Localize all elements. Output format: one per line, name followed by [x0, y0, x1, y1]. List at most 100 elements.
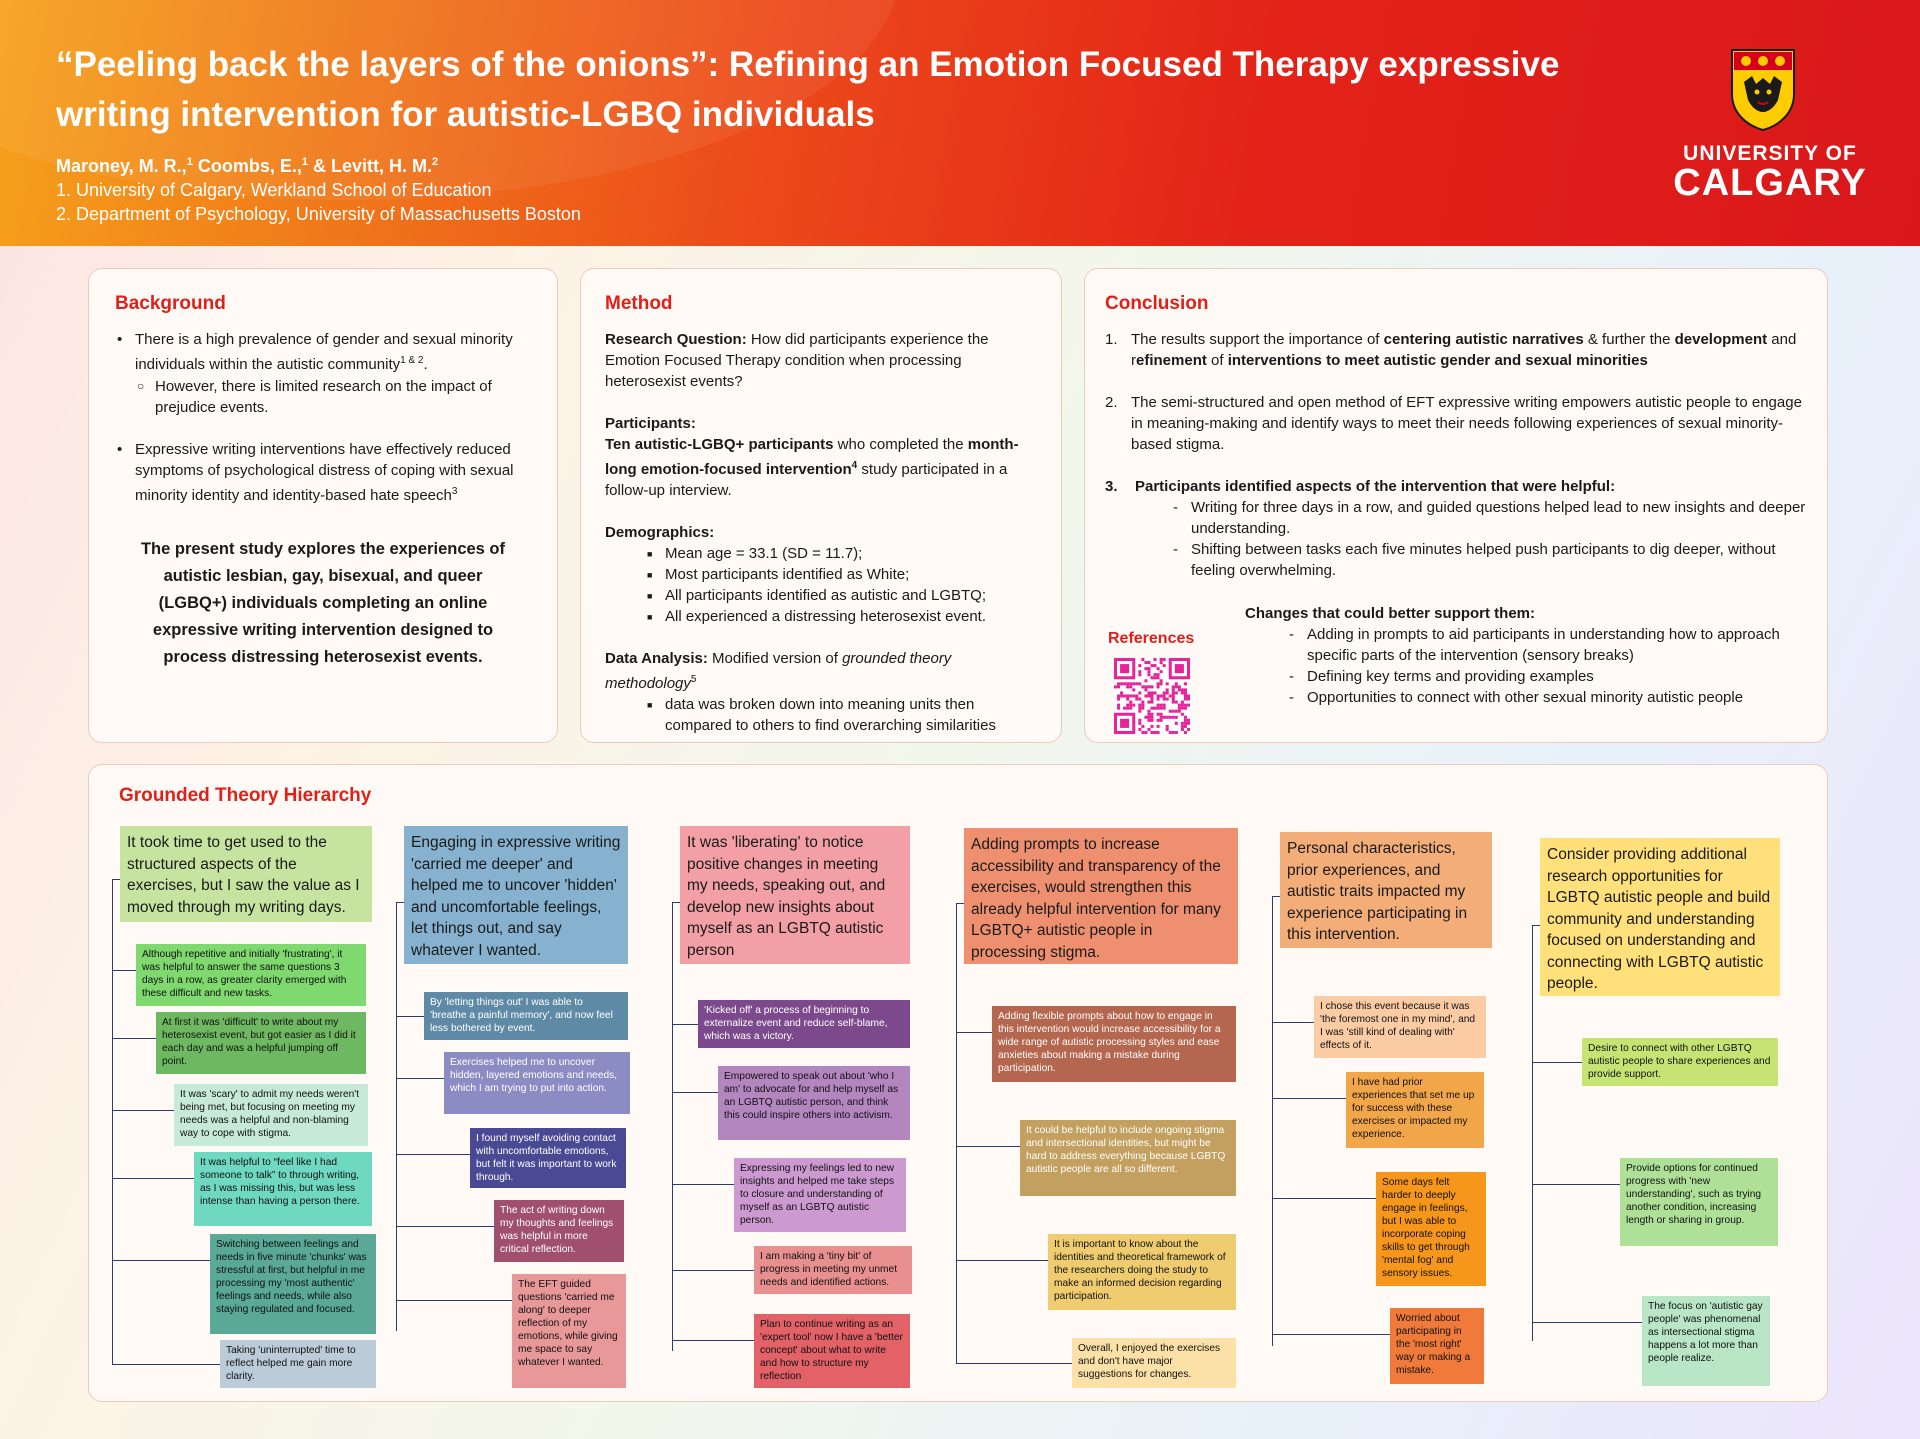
connector-line: [112, 1260, 210, 1261]
connector-line: [672, 1092, 718, 1093]
connector-line: [396, 1078, 444, 1079]
hierarchy-subtheme: I have had prior experiences that set me…: [1346, 1072, 1484, 1148]
hierarchy-category-2: Engaging in expressive writing 'carried …: [404, 826, 628, 964]
connector-line: [396, 1154, 470, 1155]
participants-text: Ten autistic-LGBQ+ participants who comp…: [605, 436, 1019, 499]
hierarchy-subtheme: I am making a 'tiny bit' of progress in …: [754, 1246, 912, 1294]
connector-line: [672, 901, 673, 1351]
conclusion-point-1: 1. The results support the importance of…: [1105, 331, 1797, 369]
background-bullet-2: Expressive writing interventions have ef…: [115, 439, 531, 506]
hierarchy-subtheme: Provide options for continued progress w…: [1620, 1158, 1778, 1246]
connector-line: [956, 902, 964, 904]
hierarchy-subtheme: Exercises helped me to uncover hidden, l…: [444, 1052, 630, 1114]
conclusion-point-3: 3. Participants identified aspects of th…: [1105, 478, 1616, 495]
connector-line: [396, 1016, 424, 1017]
connector-line: [1272, 1098, 1346, 1099]
research-question: Research Question: How did participants …: [605, 331, 989, 390]
connector-line: [112, 878, 113, 1364]
conclusion-heading: Conclusion: [1105, 293, 1209, 314]
connector-line: [1272, 895, 1280, 897]
connector-line: [956, 902, 957, 1363]
hierarchy-subtheme: It was 'scary' to admit my needs weren't…: [174, 1084, 368, 1146]
demographic-item: Mean age = 33.1 (SD = 11.7);: [645, 543, 1037, 565]
connector-line: [112, 1178, 194, 1179]
connector-line: [112, 1364, 220, 1365]
method-body: Research Question: How did participants …: [605, 329, 1037, 736]
logo-calgary: CALGARY: [1673, 162, 1867, 204]
connector-line: [112, 1110, 174, 1111]
logo-university-of: UNIVERSITY OF: [1683, 142, 1857, 165]
demographics-label: Demographics:: [605, 524, 715, 541]
university-logo: UNIVERSITY OF CALGARY: [1660, 48, 1880, 208]
hierarchy-subtheme: Expressing my feelings led to new insigh…: [734, 1158, 906, 1232]
demographic-item: All experienced a distressing heterosexi…: [645, 606, 1037, 628]
connector-line: [1272, 895, 1273, 1346]
poster-title: “Peeling back the layers of the onions”:…: [56, 45, 1560, 134]
connector-line: [1532, 924, 1540, 926]
data-analysis-list: data was broken down into meaning units …: [645, 694, 1037, 736]
conclusion-point-2: 2. The semi-structured and open method o…: [1105, 394, 1802, 453]
participants-label: Participants:: [605, 415, 696, 432]
connector-line: [1532, 1322, 1642, 1323]
background-heading: Background: [115, 293, 226, 314]
hierarchy-subtheme: 'Kicked off' a process of beginning to e…: [698, 1000, 910, 1048]
connector-line: [672, 901, 680, 903]
data-analysis: Data Analysis: Modified version of groun…: [605, 650, 952, 692]
changes-item: Defining key terms and providing example…: [1287, 666, 1807, 687]
connector-line: [112, 1038, 156, 1039]
connector-line: [396, 901, 397, 1331]
method-panel: Method Research Question: How did partic…: [580, 268, 1062, 743]
connector-line: [1532, 1062, 1582, 1063]
hierarchy-subtheme: I found myself avoiding contact with unc…: [470, 1128, 626, 1188]
affiliation-1: 1. University of Calgary, Werkland Schoo…: [56, 180, 492, 200]
connector-line: [672, 1270, 754, 1271]
hierarchy-subtheme: By 'letting things out' I was able to 'b…: [424, 992, 628, 1040]
connector-line: [1272, 1022, 1314, 1023]
author-names: Maroney, M. R.,1 Coombs, E.,1 & Levitt, …: [56, 156, 439, 176]
connector-line: [672, 1024, 698, 1025]
hierarchy-subtheme: I chose this event because it was 'the f…: [1314, 996, 1486, 1058]
hierarchy-subtheme: Taking 'uninterrupted' time to reflect h…: [220, 1340, 376, 1388]
hierarchy-subtheme: It could be helpful to include ongoing s…: [1020, 1120, 1236, 1196]
demographic-item: Most participants identified as White;: [645, 564, 1037, 586]
hierarchy-subtheme: Worried about participating in the 'most…: [1390, 1308, 1484, 1384]
connector-line: [1272, 1198, 1376, 1199]
connector-line: [396, 1300, 512, 1301]
connector-line: [112, 970, 136, 971]
hierarchy-subtheme: At first it was 'difficult' to write abo…: [156, 1012, 366, 1074]
demographic-item: All participants identified as autistic …: [645, 585, 1037, 607]
background-bullet-1: There is a high prevalence of gender and…: [115, 329, 531, 418]
background-body: There is a high prevalence of gender and…: [115, 329, 531, 671]
connector-line: [956, 1363, 1072, 1364]
hierarchy-category-4: Adding prompts to increase accessibility…: [964, 828, 1238, 964]
hierarchy-subtheme: Plan to continue writing as an 'expert t…: [754, 1314, 910, 1388]
connector-line: [956, 1032, 992, 1033]
hierarchy-subtheme: Empowered to speak out about 'who I am' …: [718, 1066, 910, 1140]
changes-item: Adding in prompts to aid participants in…: [1287, 624, 1807, 666]
crest-icon: [1731, 49, 1795, 132]
hierarchy-subtheme: The EFT guided questions 'carried me alo…: [512, 1274, 626, 1388]
hierarchy-subtheme: Desire to connect with other LGBTQ autis…: [1582, 1038, 1778, 1086]
hierarchy-subtheme: It is important to know about the identi…: [1048, 1234, 1236, 1310]
poster-header: “Peeling back the layers of the onions”:…: [0, 0, 1920, 246]
background-sub-bullet: However, there is limited research on th…: [135, 376, 531, 418]
connector-line: [672, 1340, 754, 1341]
connector-line: [112, 878, 120, 880]
author-block: Maroney, M. R.,1 Coombs, E.,1 & Levitt, …: [56, 150, 581, 226]
background-panel: Background There is a high prevalence of…: [88, 268, 558, 743]
references-qr-code-icon[interactable]: [1114, 658, 1190, 734]
hierarchy-category-6: Consider providing additional research o…: [1540, 838, 1780, 996]
conclusion-panel: Conclusion 1. The results support the im…: [1084, 268, 1828, 743]
connector-line: [956, 1260, 1048, 1261]
hierarchy-subtheme: The act of writing down my thoughts and …: [494, 1200, 624, 1262]
connector-line: [396, 1226, 494, 1227]
hierarchy-heading: Grounded Theory Hierarchy: [119, 785, 372, 806]
connector-line: [956, 1146, 1020, 1147]
hierarchy-panel: Grounded Theory Hierarchy: [88, 764, 1828, 1402]
helpful-item: Shifting between tasks each five minutes…: [1171, 539, 1807, 581]
hierarchy-category-3: It was 'liberating' to notice positive c…: [680, 826, 910, 964]
hierarchy-subtheme: Although repetitive and initially 'frust…: [136, 944, 366, 1006]
changes-item: Opportunities to connect with other sexu…: [1287, 687, 1807, 708]
hierarchy-subtheme: The focus on 'autistic gay people' was p…: [1642, 1296, 1770, 1386]
hierarchy-subtheme: Some days felt harder to deeply engage i…: [1376, 1172, 1486, 1286]
